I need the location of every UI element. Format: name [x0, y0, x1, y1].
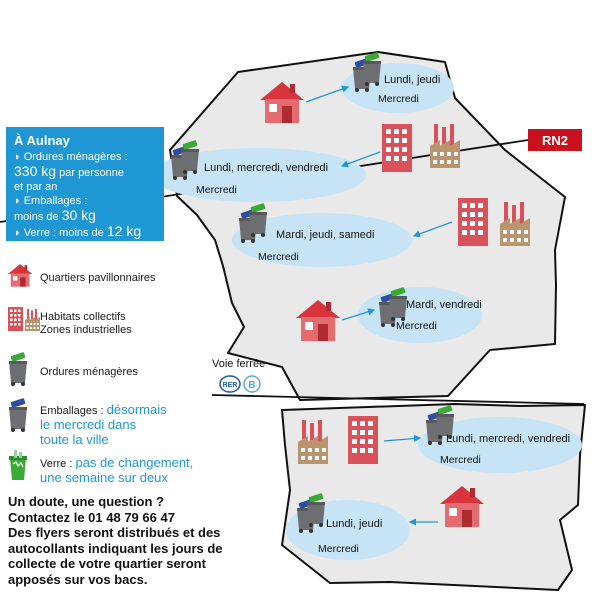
info-om-label: ◗ Ordures ménagères :: [14, 151, 128, 163]
railway-label: Voie ferrée: [212, 358, 266, 370]
contact-line-1: Un doute, une question ?: [8, 494, 164, 509]
zone5-days: Lundi, mercredi, vendredi: [446, 433, 571, 445]
info-emb-line: moins de 30 kg: [14, 208, 156, 224]
legend-verre-note1: pas de changement,: [75, 455, 194, 470]
zone6-days: Lundi, jeudi: [326, 518, 383, 530]
legend-emb-note2: le mercredi dans: [40, 417, 137, 432]
legend-collectif-icon: [8, 307, 40, 331]
legend-om: Ordures ménagères: [40, 366, 138, 378]
arrow-icon: [340, 151, 381, 168]
info-om-unit: par personne: [59, 167, 124, 179]
arrow-icon: [305, 85, 350, 103]
info-verre-line: ◗ Verre : moins de 12 kg: [14, 223, 142, 239]
info-verre-value: 12 kg: [106, 223, 142, 239]
building-icon: [348, 416, 378, 464]
zone2-days: Lundi, mercredi, vendredi: [204, 162, 329, 174]
rer-line-label: B: [248, 380, 255, 391]
zone3-emb: Mercredi: [258, 251, 299, 263]
contact-line-2: Contactez le 01 48 79 66 47: [8, 509, 175, 525]
zone3-bubble: [232, 213, 412, 267]
info-emb-value: 30 kg: [61, 207, 96, 223]
info-om-value: 330 kg: [14, 163, 57, 179]
contact-line-4: autocollants indiquant les jours de: [8, 540, 223, 556]
zone2-emb: Mercredi: [196, 184, 237, 196]
building-icon: [382, 124, 412, 172]
contact-line-3: Des flyers seront distribués et des: [8, 525, 221, 540]
legend-house-icon: [8, 264, 33, 287]
legend-glass-bin-icon: [8, 449, 28, 481]
zone4-bubble: [358, 287, 482, 343]
zone4-emb: Mercredi: [396, 320, 437, 332]
legend-collectif-2: Zones industrielles: [40, 324, 132, 336]
contact-line-6: apposés sur vos bacs.: [8, 571, 148, 587]
info-om-value-line: 330 kg par personne: [14, 164, 156, 180]
rer-label: RER: [223, 382, 238, 389]
info-verre-label: Verre : moins de: [23, 227, 104, 239]
rn2-road-label: RN2: [528, 129, 582, 151]
legend-emb-note3: toute la ville: [40, 432, 109, 447]
zone4-days: Mardi, vendredi: [406, 299, 482, 311]
contact-line-5: collecte de votre quartier seront: [8, 556, 206, 571]
arrow-icon: [412, 221, 453, 238]
arrow-icon: [341, 308, 376, 321]
railway-line: [211, 394, 585, 405]
zone5-emb: Mercredi: [440, 454, 481, 466]
arrow-icon: [383, 434, 422, 443]
legend-verre-note2: une semaine sur deux: [40, 470, 168, 485]
contact-block: Un doute, une question ? Contactez le 01…: [8, 494, 270, 587]
legend-verre: Verre : pas de changement, une semaine s…: [40, 456, 193, 486]
zone5-bubble: [418, 417, 582, 473]
zone2-bubble: [150, 148, 366, 202]
legend-emb: Emballages : désormais le mercredi dans …: [40, 403, 167, 448]
aulnay-info-box: À Aulnay ◗ Ordures ménagères : 330 kg pa…: [6, 127, 164, 241]
info-om-label-text: Ordures ménagères :: [23, 151, 128, 163]
building-icon: [458, 198, 488, 246]
info-title: À Aulnay: [14, 133, 70, 148]
info-emb-label-text: Emballages :: [23, 195, 88, 207]
zone3-days: Mardi, jeudi, samedi: [276, 229, 375, 241]
zone1-emb: Mercredi: [378, 93, 419, 105]
legend-verre-label: Verre :: [40, 458, 73, 470]
rer-b-icon: RER B: [219, 375, 261, 393]
legend-green-bin-icon: [9, 351, 27, 386]
legend-collectif-1: Habitats collectifs: [40, 311, 126, 323]
zone6-emb: Mercredi: [318, 543, 359, 555]
info-om-unit2: et par an: [14, 181, 58, 193]
zone1-days: Lundi, jeudi: [384, 74, 441, 86]
legend-pavillon: Quartiers pavillonnaires: [40, 272, 156, 284]
legend-emb-label: Emballages :: [40, 405, 104, 417]
info-emb-label: ◗ Emballages :: [14, 195, 88, 207]
info-emb-prefix: moins de: [14, 211, 59, 223]
legend-blue-bin-icon: [9, 397, 27, 432]
legend-emb-note1: désormais: [106, 402, 167, 417]
